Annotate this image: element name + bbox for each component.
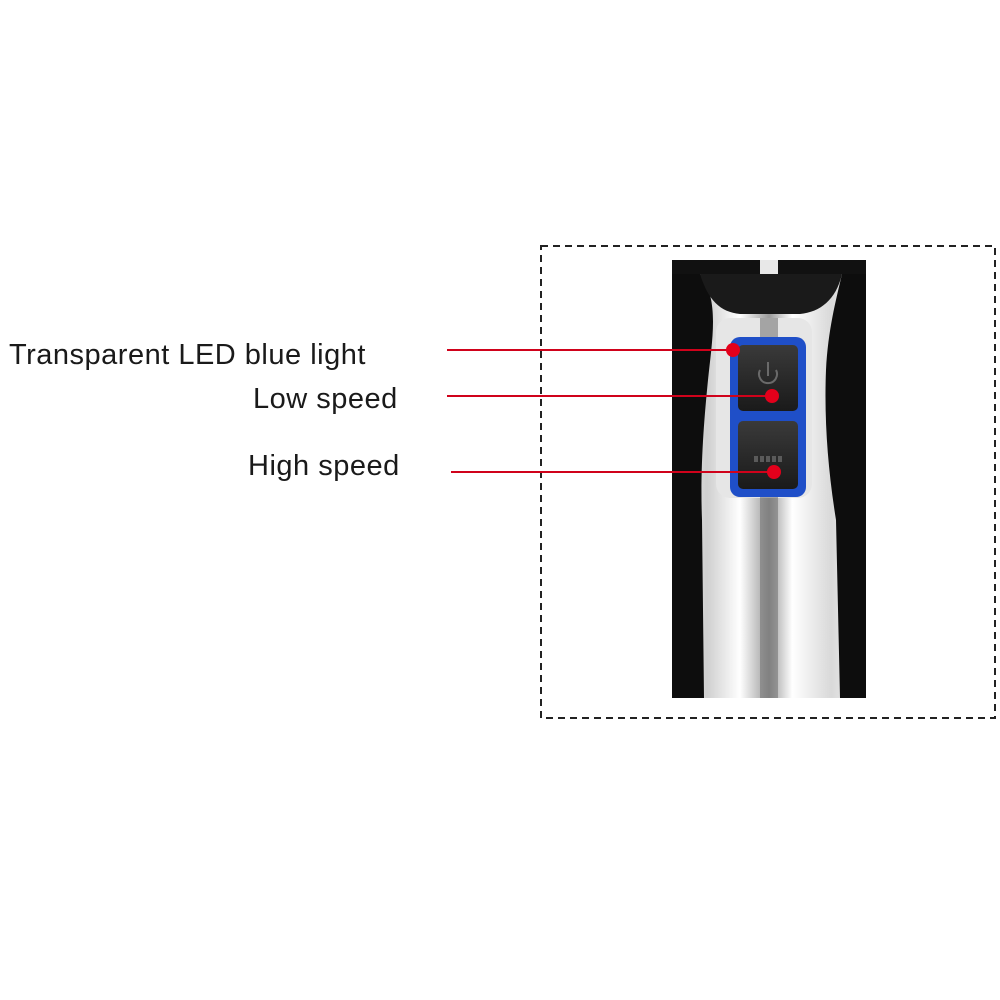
callout-dot-high-speed	[767, 465, 781, 479]
front-panel	[700, 274, 842, 314]
top-rim-highlight	[760, 260, 778, 274]
high-speed-button[interactable]	[738, 421, 798, 489]
callout-label-high-speed: High speed	[248, 450, 400, 482]
housing-left	[672, 274, 713, 698]
callout-label-low-speed: Low speed	[253, 383, 398, 415]
callout-dot-low-speed	[765, 389, 779, 403]
turbo-icon	[754, 456, 782, 462]
dashed-frame	[540, 245, 996, 719]
callout-label-led: Transparent LED blue light	[9, 339, 366, 371]
callout-dot-led	[726, 343, 740, 357]
low-speed-button[interactable]	[738, 345, 798, 411]
housing-right	[825, 274, 866, 698]
power-icon	[758, 362, 778, 385]
